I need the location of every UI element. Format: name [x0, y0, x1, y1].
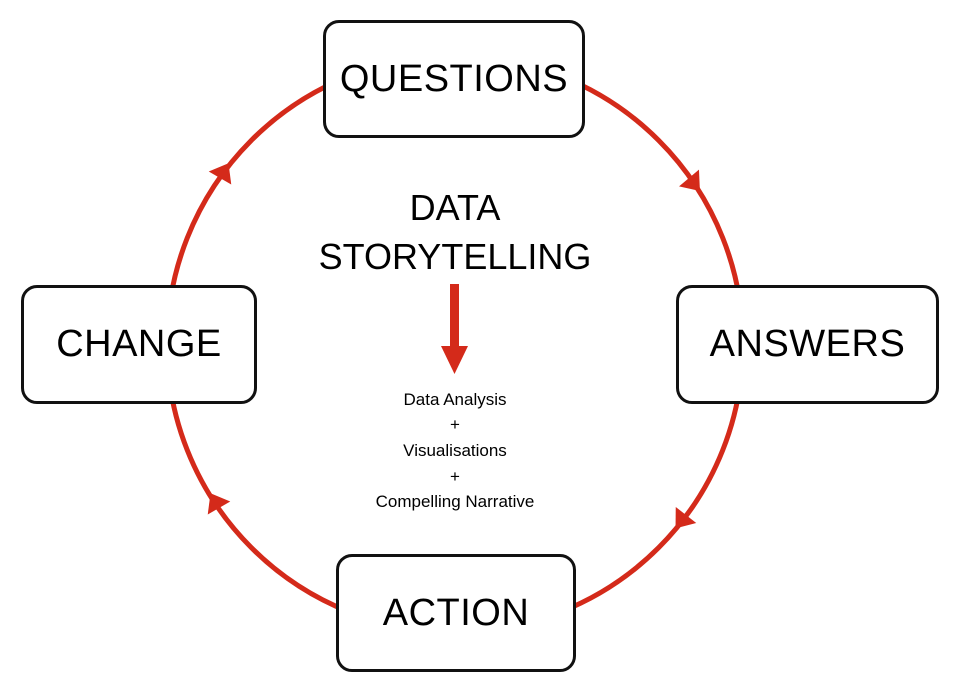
change-label: CHANGE: [56, 323, 222, 365]
arrowhead-change-to-questions: [208, 163, 232, 185]
arrowhead-questions-to-answers: [679, 169, 700, 192]
component-data-analysis: Data Analysis: [403, 390, 507, 409]
component-compelling-narrative: Compelling Narrative: [375, 492, 535, 511]
action-node: ACTION: [336, 554, 576, 672]
questions-label: QUESTIONS: [339, 57, 569, 100]
arrowhead-action-to-change: [207, 493, 231, 515]
component-visualisations: Visualisations: [403, 441, 507, 460]
center-title-line-2: STORYTELLING: [318, 236, 592, 277]
action-label: ACTION: [382, 591, 530, 634]
change-node: CHANGE: [21, 285, 257, 404]
center-arrow-head: [441, 346, 468, 374]
answers-label: ANSWERS: [709, 323, 906, 365]
answers-node: ANSWERS: [676, 285, 939, 404]
plus-separator: +: [450, 415, 460, 434]
center-title-line-1: DATA: [409, 187, 501, 228]
plus-separator: +: [450, 467, 460, 486]
questions-node: QUESTIONS: [323, 20, 585, 138]
arrowhead-answers-to-action: [675, 506, 697, 529]
center-arrow-shaft: [450, 284, 459, 348]
